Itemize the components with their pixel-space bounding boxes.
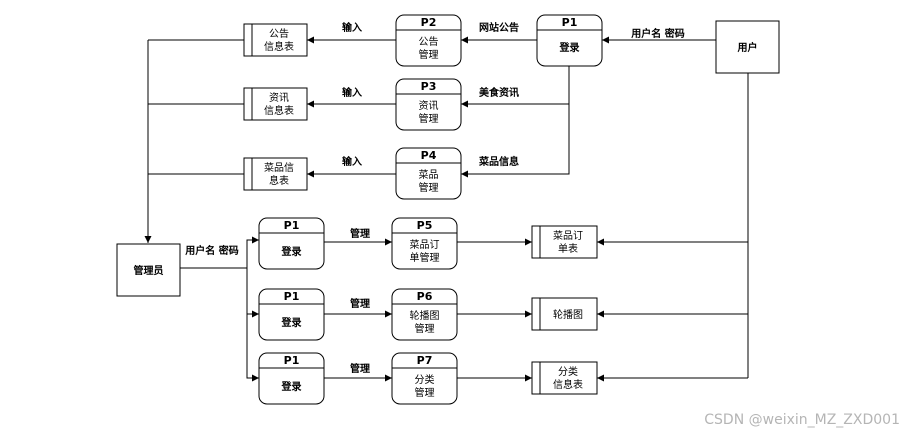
process-p2-name-1: 公告 bbox=[419, 35, 439, 48]
process-p6-name-1: 轮播图 bbox=[410, 309, 440, 322]
store-category-line2: 信息表 bbox=[553, 378, 583, 391]
process-p5-name-2: 单管理 bbox=[410, 251, 440, 264]
process-admin-login-a-id: P1 bbox=[284, 219, 300, 232]
store-news: 资讯 信息表 bbox=[243, 87, 308, 121]
process-p5-name-1: 菜品订 bbox=[410, 239, 440, 251]
store-announcement-line1: 公告 bbox=[269, 27, 289, 40]
label-manage-2: 管理 bbox=[350, 297, 370, 310]
process-p3: P3 资讯 管理 bbox=[395, 78, 462, 131]
process-user-login-id: P1 bbox=[562, 16, 578, 29]
process-p7-name-2: 管理 bbox=[415, 386, 435, 399]
process-p7-name-1: 分类 bbox=[415, 373, 435, 386]
label-site-announcement: 网站公告 bbox=[479, 21, 519, 34]
label-manage-1: 管理 bbox=[350, 227, 370, 240]
flow-admin-to-login-a-path bbox=[180, 236, 259, 269]
process-p2-id: P2 bbox=[421, 16, 437, 29]
flow-login-to-p4 bbox=[461, 104, 570, 178]
flow-admin-to-login-c bbox=[246, 314, 259, 382]
process-p4-name-1: 菜品 bbox=[419, 169, 439, 181]
store-news-line1: 资讯 bbox=[269, 92, 289, 104]
store-category: 分类 信息表 bbox=[531, 361, 598, 395]
process-p7-id: P7 bbox=[417, 354, 433, 367]
process-admin-login-b: P1 登录 bbox=[258, 288, 325, 341]
store-dish-order-line2: 单表 bbox=[558, 242, 578, 255]
store-announcement-line2: 信息表 bbox=[264, 40, 294, 53]
process-admin-login-c: P1 登录 bbox=[258, 352, 325, 405]
process-p5: P5 菜品订 单管理 bbox=[391, 217, 458, 270]
process-p3-name-2: 管理 bbox=[419, 112, 439, 125]
store-dish-order: 菜品订 单表 bbox=[531, 225, 598, 259]
label-dish-info: 菜品信息 bbox=[478, 155, 519, 168]
entity-user-label: 用户 bbox=[737, 41, 758, 54]
process-p3-name-1: 资讯 bbox=[419, 100, 439, 112]
store-announcement: 公告 信息表 bbox=[243, 23, 308, 57]
store-category-line1: 分类 bbox=[558, 365, 578, 378]
process-p7: P7 分类 管理 bbox=[391, 352, 458, 405]
process-admin-login-b-name: 登录 bbox=[281, 316, 302, 329]
label-input-3: 输入 bbox=[342, 155, 362, 168]
entity-user: 用户 bbox=[715, 20, 780, 74]
label-admin-credentials: 用户名 密码 bbox=[184, 244, 238, 257]
process-p3-id: P3 bbox=[421, 80, 437, 93]
process-p4: P4 菜品 管理 bbox=[395, 147, 462, 200]
process-p6: P6 轮播图 管理 bbox=[391, 288, 458, 341]
process-p4-name-2: 管理 bbox=[419, 181, 439, 194]
label-food-news: 美食资讯 bbox=[479, 86, 519, 99]
flow-labels: 用户名 密码 网站公告 美食资讯 菜品信息 输入 输入 输入 用户名 密码 管理… bbox=[184, 21, 684, 375]
process-admin-login-c-name: 登录 bbox=[281, 380, 302, 393]
process-p4-id: P4 bbox=[421, 149, 437, 162]
process-admin-login-a: P1 登录 bbox=[258, 217, 325, 270]
connectors bbox=[144, 36, 749, 382]
process-admin-login-c-id: P1 bbox=[284, 354, 300, 367]
store-dish-order-line1: 菜品订 bbox=[553, 230, 583, 242]
process-p2: P2 公告 管理 bbox=[395, 14, 462, 67]
process-p2-name-2: 管理 bbox=[419, 48, 439, 61]
label-manage-3: 管理 bbox=[350, 362, 370, 375]
flow-admin-to-login-b bbox=[246, 268, 259, 318]
store-dish: 菜品信 息表 bbox=[243, 157, 308, 191]
store-dish-line2: 息表 bbox=[269, 174, 289, 187]
store-dish-line1: 菜品信 bbox=[264, 162, 294, 174]
label-input-1: 输入 bbox=[342, 21, 362, 34]
entity-admin: 管理员 bbox=[116, 243, 181, 297]
store-carousel: 轮播图 bbox=[531, 297, 598, 331]
watermark: CSDN @weixin_MZ_ZXD001 bbox=[704, 412, 900, 428]
process-admin-login-b-id: P1 bbox=[284, 290, 300, 303]
entity-admin-label: 管理员 bbox=[134, 264, 164, 277]
store-news-line2: 信息表 bbox=[264, 104, 294, 117]
label-input-2: 输入 bbox=[342, 86, 362, 99]
process-p6-id: P6 bbox=[417, 290, 433, 303]
process-admin-login-a-name: 登录 bbox=[281, 245, 302, 258]
store-carousel-line1: 轮播图 bbox=[553, 308, 583, 321]
process-p6-name-2: 管理 bbox=[415, 322, 435, 335]
label-user-credentials: 用户名 密码 bbox=[630, 27, 684, 40]
process-user-login: P1 登录 bbox=[536, 14, 603, 67]
process-p5-id: P5 bbox=[417, 219, 433, 232]
process-user-login-name: 登录 bbox=[559, 41, 580, 54]
